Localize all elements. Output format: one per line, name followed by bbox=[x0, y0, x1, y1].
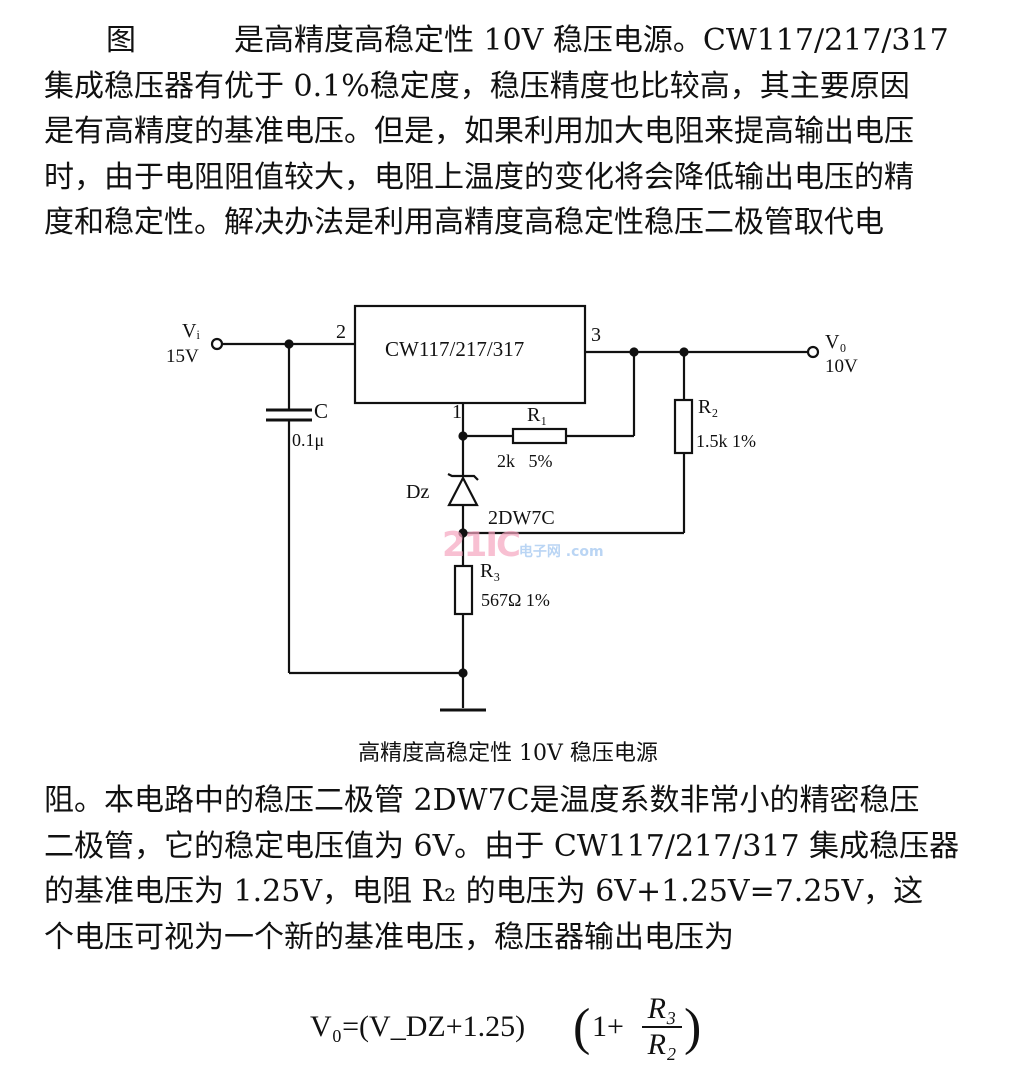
text-line: 个电压可视为一个新的基准电压，稳压器输出电压为 bbox=[44, 919, 734, 955]
regulator-block bbox=[353, 304, 587, 405]
formula-numerator: R₃ bbox=[642, 992, 682, 1028]
r3-label: R₃ bbox=[480, 560, 500, 582]
r1-label: R₁ bbox=[527, 404, 547, 426]
dz-part-number: 2DW7C bbox=[488, 507, 555, 529]
dz-label: Dz bbox=[406, 481, 429, 503]
vi-label: Vᵢ bbox=[182, 320, 200, 342]
formula-one-plus: 1+ bbox=[592, 1010, 624, 1043]
explanation-paragraph: 阻。本电路中的稳压二极管 2DW7C是温度系数非常小的精密稳压 二极管，它的稳定… bbox=[44, 778, 989, 960]
r1-value: 2k 5% bbox=[497, 451, 553, 471]
text-line: 阻。本电路中的稳压二极管 2DW7C是温度系数非常小的精密稳压 bbox=[44, 783, 920, 818]
circuit-diagram: CW117/217/317 2 3 1 Vᵢ 15V C 0.1μ V₀ 10V… bbox=[166, 304, 858, 712]
pin-1-label: 1 bbox=[452, 401, 462, 423]
r2-value: 1.5k 1% bbox=[696, 431, 756, 451]
zener-diode-dz bbox=[447, 475, 479, 507]
input-terminal bbox=[210, 337, 224, 351]
pin-3-label: 3 bbox=[591, 324, 601, 346]
output-terminal bbox=[806, 345, 820, 359]
formula-denominator: R₂ bbox=[647, 1028, 677, 1061]
resistor-r3 bbox=[453, 564, 474, 616]
resistor-r2 bbox=[673, 398, 694, 455]
diagram-caption: 高精度高稳定性 10V 稳压电源 bbox=[358, 741, 658, 766]
r2-label: R₂ bbox=[698, 396, 718, 418]
formula-fraction: R₃ R₂ bbox=[642, 992, 682, 1062]
resistor-r1 bbox=[511, 427, 568, 445]
intro-paragraph: 图是高精度高稳定性 10V 稳压电源。CW117/217/317 集成稳压器有优… bbox=[44, 18, 989, 246]
regulator-label: CW117/217/317 bbox=[385, 337, 524, 361]
text-line: 二极管，它的稳定电压值为 6V。由于 CW117/217/317 集成稳压器 bbox=[44, 828, 960, 864]
c-value: 0.1μ bbox=[292, 430, 324, 450]
watermark-logo: 21IC电子网 .com bbox=[442, 525, 604, 565]
vi-value: 15V bbox=[166, 346, 199, 367]
pin-2-label: 2 bbox=[336, 321, 346, 343]
vo-label: V₀ bbox=[825, 331, 846, 353]
text-line: 的基准电压为 1.25V，电阻 R₂ 的电压为 6V+1.25V=7.25V，这 bbox=[44, 874, 924, 909]
text-line: 集成稳压器有优于 0.1%稳定度，稳压精度也比较高，其主要原因 bbox=[44, 68, 910, 104]
vo-value: 10V bbox=[825, 356, 858, 377]
c-label: C bbox=[314, 399, 328, 423]
formula-open-paren: ( bbox=[573, 999, 591, 1056]
formula-close-paren: ) bbox=[684, 999, 702, 1056]
text-line: 图是高精度高稳定性 10V 稳压电源。CW117/217/317 bbox=[106, 23, 949, 58]
r3-value: 567Ω 1% bbox=[481, 590, 550, 610]
text-line: 时，由于电阻阻值较大，电阻上温度的变化将会降低输出电压的精 bbox=[44, 159, 914, 195]
text-line: 度和稳定性。解决办法是利用高精度高稳定性稳压二极管取代电 bbox=[44, 205, 884, 240]
formula-lhs: V₀=(V_DZ+1.25) bbox=[310, 1010, 526, 1043]
text-line: 是有高精度的基准电压。但是，如果利用加大电阻来提高输出电压 bbox=[44, 114, 914, 149]
